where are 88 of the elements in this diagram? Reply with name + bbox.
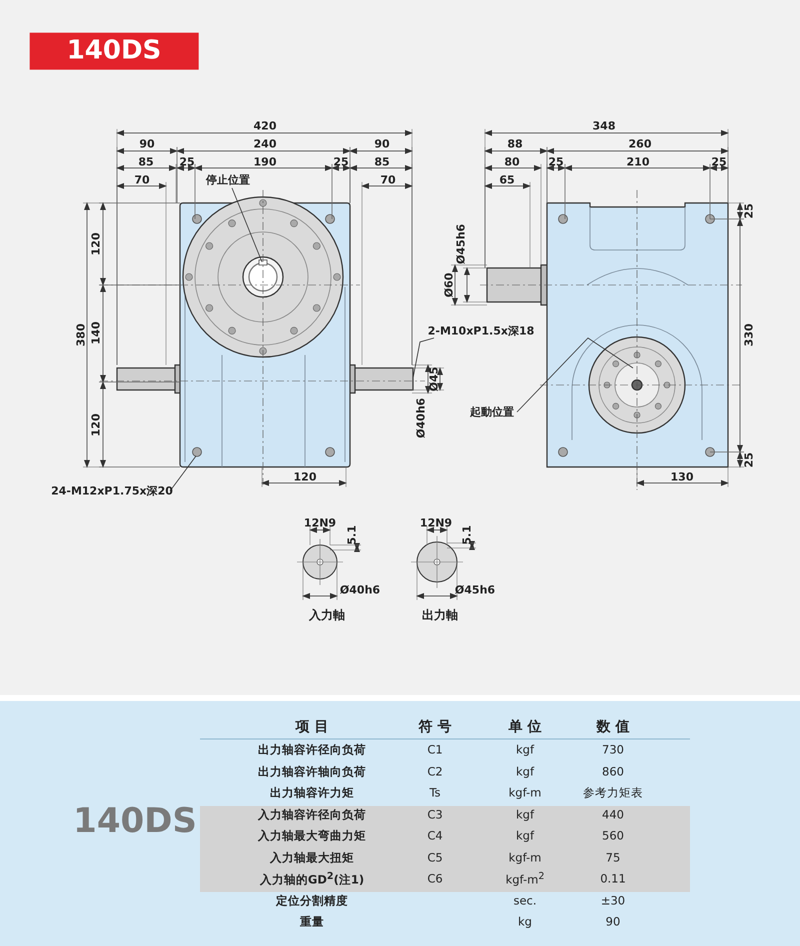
leader-line (412, 338, 434, 378)
dimension-label: 330 (744, 324, 754, 346)
dimension-label: 25 (711, 156, 727, 168)
table-cell: 0.11 (600, 873, 626, 885)
table-cell: 入力轴容许径向负荷 (258, 808, 366, 820)
table-cell: 75 (606, 852, 620, 864)
table-cell: kgf-m (508, 787, 542, 799)
column-header: 项 目 (296, 720, 328, 734)
table-cell: C4 (427, 830, 443, 842)
dimension-label: 210 (626, 156, 650, 168)
dimension-label: 5.1 (346, 525, 358, 545)
table-cell: 90 (606, 916, 620, 928)
dimension-label: 120 (90, 232, 102, 256)
table-cell: 重量 (300, 916, 324, 928)
dimension-label: 120 (90, 414, 102, 436)
dimension-label: Ø45h6 (454, 584, 496, 596)
dimension-label: 420 (254, 120, 276, 132)
dimension-label: Ø40h6 (340, 584, 380, 596)
column-header: 符 号 (418, 720, 452, 734)
callout-label: 24-M12xP1.75x深20 (51, 486, 173, 496)
table-cell: 出力轴容许径向负荷 (258, 744, 366, 756)
dimension-label: 25 (744, 203, 754, 219)
column-header: 单 位 (508, 720, 542, 734)
table-cell: kgf-m (508, 852, 542, 864)
dimension-label: 85 (374, 156, 390, 168)
model-heading: 140DS (73, 804, 197, 838)
dimension-label: 70 (380, 174, 396, 186)
dimension-label: 12N9 (304, 518, 336, 528)
table-cell: Ts (429, 787, 441, 799)
table-cell: C6 (427, 873, 443, 885)
dimension-label: 130 (670, 472, 694, 482)
dimension-label: 190 (254, 156, 276, 168)
table-cell: 参考力矩表 (583, 787, 643, 799)
dimension-label: Ø40h6 (416, 398, 426, 438)
dimension-label: Ø45 (428, 366, 440, 392)
dimension-label: 240 (254, 138, 276, 150)
view-caption: 出力軸 (422, 609, 458, 621)
table-cell: kgf (516, 830, 534, 842)
dimension-label: 25 (548, 156, 564, 168)
table-cell: 入力轴最大扭矩 (270, 852, 354, 864)
table-cell: C2 (427, 766, 443, 778)
table-cell: 860 (602, 766, 624, 778)
dimension-label: 348 (592, 120, 616, 132)
dimension-label: Ø60 (444, 272, 454, 298)
table-cell: kgf (516, 744, 534, 756)
table-cell: 入力轴最大弯曲力矩 (258, 830, 366, 842)
table-cell: C5 (427, 852, 443, 864)
table-cell: kg (518, 916, 532, 928)
dimension-label: 260 (628, 138, 652, 150)
dimension-label: 70 (134, 174, 150, 186)
table-cell: 560 (602, 830, 624, 842)
dimension-label: 80 (504, 156, 520, 168)
table-cell: ±30 (600, 894, 626, 906)
table-cell: kgf (516, 808, 534, 820)
dimension-label: 25 (744, 452, 754, 468)
dimension-label: 120 (294, 472, 316, 482)
column-header: 数 值 (596, 720, 630, 734)
leader-line (232, 188, 262, 262)
dimension-label: 25 (179, 156, 195, 168)
dimension-label: 90 (139, 138, 155, 150)
table-cell: 定位分割精度 (276, 894, 348, 906)
dimension-label: 65 (499, 174, 515, 186)
callout-label: 2-M10xP1.5x深18 (428, 326, 534, 336)
leader-line (170, 456, 196, 492)
table-cell: 入力轴的GD$^{2}$(注1) (260, 872, 364, 886)
dimension-label: 85 (138, 156, 154, 168)
dimension-label: Ø45h6 (456, 224, 466, 264)
title-badge: 140DS (30, 32, 198, 70)
table-cell: 出力轴容许轴向负荷 (258, 766, 366, 778)
dimension-label: 90 (374, 138, 390, 150)
table-cell: C1 (427, 744, 443, 756)
table-cell: kgf-m$^{2}$ (506, 872, 544, 886)
table-cell: 730 (602, 744, 624, 756)
dimension-label: 12N9 (420, 518, 452, 528)
table-cell: C3 (427, 808, 443, 820)
dimension-label: 5.1 (462, 525, 472, 545)
table-cell: kgf (516, 766, 534, 778)
table-cell: 出力轴容许力矩 (270, 787, 354, 799)
view-caption: 入力軸 (309, 609, 345, 621)
table-cell: sec. (513, 894, 537, 906)
dimension-label: 88 (507, 138, 523, 150)
dimension-label: 25 (333, 156, 349, 168)
dimension-label: 380 (76, 324, 86, 346)
leader-line (516, 337, 634, 412)
dimension-label: 140 (90, 322, 102, 344)
callout-label: 起動位置 (470, 406, 514, 418)
callout-label: 停止位置 (206, 174, 250, 186)
table-cell: 440 (602, 808, 624, 820)
